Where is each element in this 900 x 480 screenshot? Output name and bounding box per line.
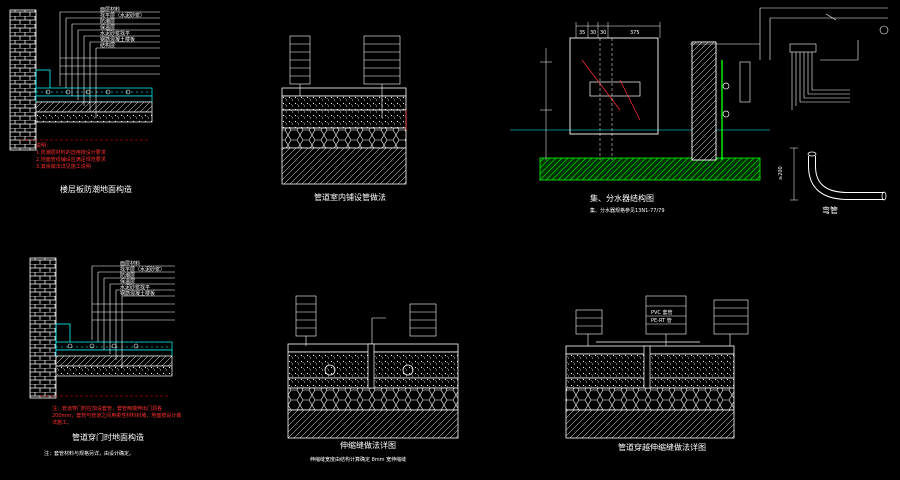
- dimension-label: 35: [579, 30, 585, 36]
- layer-label: 结构层: [100, 42, 115, 49]
- side-bracket: [739, 61, 751, 103]
- gravel-layer: [281, 127, 407, 149]
- note-line: 3.其余做法详见施工说明: [36, 164, 91, 170]
- brick-wall: [9, 9, 37, 151]
- finish-layer: [281, 87, 407, 97]
- layer-label: 找平层（水泥砂浆）: [100, 12, 145, 19]
- panel-6-subtitle: 伸缩缝宽度由结构计算确定 8mm 宽伸缩缝: [310, 457, 407, 463]
- soil-layer: [281, 147, 407, 185]
- panel-3-manifold-installation: 35 30 30 375: [510, 22, 770, 181]
- layer-label: 水泥砂浆找平: [120, 284, 150, 291]
- dimension-label: 375: [630, 30, 640, 36]
- layer-label: 保温层: [120, 278, 135, 285]
- bent-pipe-body: [809, 156, 884, 199]
- layer-label: 面层材料: [120, 260, 140, 267]
- base-layer: [55, 365, 173, 377]
- label-boxes: [575, 295, 749, 346]
- gravel-layer: [565, 387, 735, 411]
- panel-3-subtitle: 集、分水器规格参见13N1-77/79: [590, 208, 665, 214]
- fill-layer: [281, 95, 407, 111]
- bend-dimension: [790, 147, 798, 201]
- pipe-row: [45, 89, 131, 95]
- screed-layer: [35, 87, 153, 97]
- collector-detail: [759, 7, 889, 110]
- sleeve-label: PE-RT 管: [651, 317, 672, 324]
- manifold-bar: [589, 81, 641, 97]
- red-pipe-lines: [581, 59, 641, 121]
- sleeve-label: PVC 套管: [651, 309, 673, 316]
- soil-layer: [565, 409, 735, 439]
- structural-slab: [55, 355, 173, 367]
- note-heading: 说明：: [36, 143, 52, 149]
- panel-6-expansion-joint: [287, 295, 459, 439]
- pipe-section: [402, 364, 414, 376]
- wall-section: [691, 41, 717, 161]
- panel-6-title: 伸缩缝做法详图: [340, 441, 396, 450]
- label-boxes: [295, 295, 437, 346]
- pipe-end-top: [807, 151, 817, 157]
- valve-symbol: [722, 82, 730, 90]
- leader-lines: [59, 11, 160, 118]
- label-boxes: [289, 35, 401, 118]
- insulation-layer: [55, 349, 173, 357]
- dimension-label: 30: [600, 30, 606, 36]
- insulation-layer: [35, 95, 153, 103]
- manifold-cabinet: [569, 37, 659, 135]
- expansion-joint: [367, 343, 375, 389]
- pipe-end-right: [881, 191, 887, 201]
- note-line: 1.防潮层材料的选用按设计要求: [36, 150, 106, 156]
- panel-7-sleeve-through-joint: PVC 套管 PE-RT 管: [565, 295, 749, 439]
- panel-1-notes: 说明： 1.防潮层材料的选用按设计要求 2.地面管线铺设应满足规范要求 3.其余…: [36, 143, 106, 171]
- layer-label: 钢筋混凝土楼板: [120, 290, 155, 297]
- green-floor-layer: [539, 157, 761, 181]
- layer-labels: 面层材料 找平层（水泥砂浆） 防潮层 保温层 水泥砂浆找平 钢筋混凝土楼板 结构…: [100, 6, 145, 49]
- layer-label: 钢筋混凝土楼板: [100, 36, 135, 43]
- layer-label: 水泥砂浆找平: [100, 30, 130, 37]
- panel-5-note: 注：管道穿门时应加设套管，套管两端伸出门洞各 200mm，套管与管道之间用柔性材…: [52, 406, 182, 426]
- layer-label: 保温层: [100, 24, 115, 31]
- leader-lines: [91, 265, 175, 368]
- bend-dimension-label: ≥200: [778, 166, 784, 180]
- layer-label: 防潮层: [100, 18, 115, 25]
- panel-3-title: 集、分水器结构图: [590, 194, 654, 203]
- dimension-grid: [540, 22, 661, 160]
- panel-1-title: 楼层板防潮地面构造: [60, 185, 132, 194]
- layer-label: 面层材料: [100, 6, 120, 13]
- base-layer: [35, 111, 153, 123]
- layer-label: 防潮层: [120, 272, 135, 279]
- panel-7-title: 管道穿越伸缩缝做法详图: [618, 443, 706, 452]
- panel-5-footnote: 注：套管材料与规格另详，由设计确定。: [44, 451, 135, 457]
- panel-2-title: 管道室内铺设管做法: [314, 193, 386, 202]
- soil-layer: [287, 409, 459, 439]
- door-threshold-layer-labels: 面层材料 找平层（水泥砂浆） 防潮层 保温层 水泥砂浆找平 钢筋混凝土楼板: [120, 260, 165, 297]
- valve-symbol: [722, 110, 730, 118]
- dimension-label: 30: [590, 30, 596, 36]
- layer-label: 找平层（水泥砂浆）: [120, 266, 165, 273]
- brick-wall: [29, 257, 57, 399]
- panel-2-indoor-pipe-section: [281, 35, 407, 185]
- panel-4-title: 弯管: [822, 206, 838, 215]
- note-line: 2.地面管线铺设应满足规范要求: [36, 157, 106, 163]
- panel-1-floor-slab-section: 面层材料 找平层（水泥砂浆） 防潮层 保温层 水泥砂浆找平 钢筋混凝土楼板 结构…: [9, 6, 160, 151]
- structural-slab: [35, 101, 153, 113]
- screed-layer: [55, 341, 173, 351]
- skirting-detail: [35, 69, 51, 91]
- panel-5-title: 管道穿门时地面构造: [72, 433, 144, 442]
- expansion-joint: [643, 345, 651, 389]
- panel-5-door-threshold-section: 面层材料 找平层（水泥砂浆） 防潮层 保温层 水泥砂浆找平 钢筋混凝土楼板: [29, 257, 175, 399]
- gravel-layer: [287, 387, 459, 411]
- pipe-section: [324, 364, 336, 376]
- panel-4-pipe-bend: ≥200: [759, 7, 889, 201]
- concrete-layer: [281, 109, 407, 129]
- skirting-detail: [55, 323, 71, 345]
